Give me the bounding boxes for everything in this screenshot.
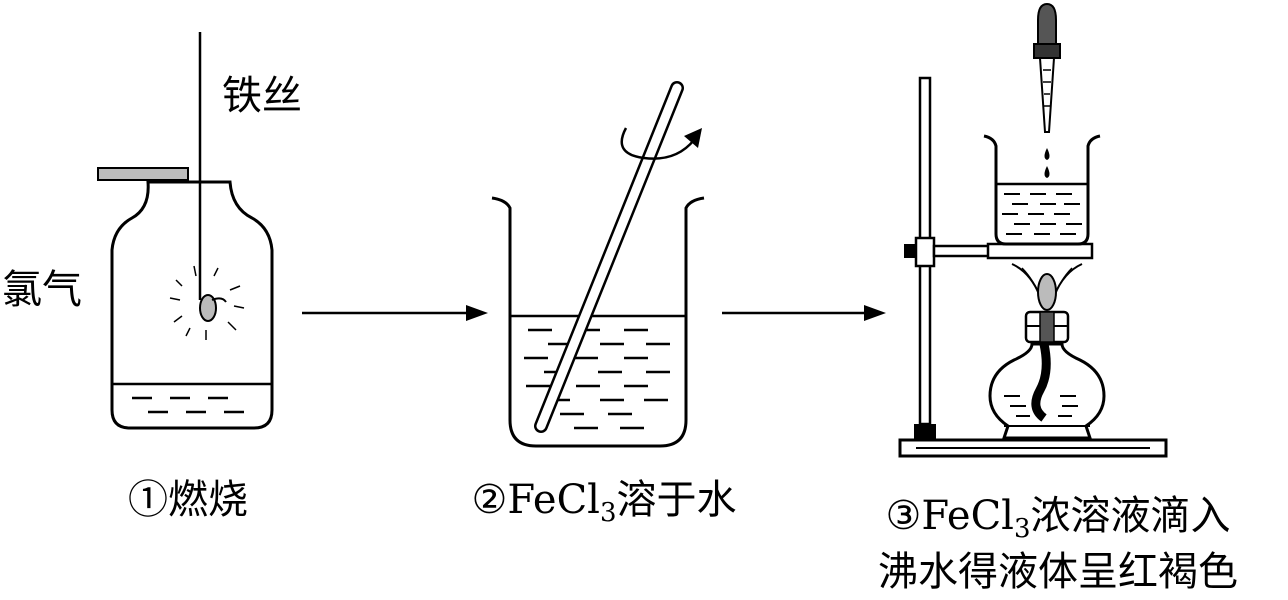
step1-mark: ① [128, 477, 168, 523]
label-chlorine: 氯气 [2, 267, 82, 313]
step3-subscript: 3 [1013, 514, 1031, 544]
small-beaker [983, 134, 1101, 246]
lamp-flame [1011, 263, 1083, 311]
step3-mark: ③ [885, 493, 922, 539]
beaker [491, 196, 705, 448]
small-beaker-dashes [1002, 193, 1082, 235]
sparks [169, 265, 245, 340]
step2-subscript: 3 [599, 498, 617, 528]
dropper-bulb [1037, 2, 1057, 45]
caption-step1: ①燃烧 [108, 480, 268, 520]
label-iron-wire: 铁丝 [222, 73, 302, 119]
step2-mark: ② [471, 477, 508, 523]
gas-jar [110, 180, 274, 430]
gas-jar-apparatus [97, 32, 274, 430]
burning-iron-tip [199, 294, 217, 322]
beaker-apparatus [491, 81, 705, 448]
caption-step3-line2: 沸水得液体呈红褐色 [878, 549, 1238, 595]
step3-text: 浓溶液滴入 [1030, 493, 1231, 539]
dropper [1033, 2, 1061, 133]
step2-formula: FeCl [507, 477, 600, 523]
step2-text: 溶于水 [616, 477, 737, 523]
arrow-step1-to-step2 [302, 305, 488, 321]
jar-water-dashes [132, 396, 244, 414]
heating-apparatus [898, 2, 1168, 458]
beaker-solution-dashes [524, 328, 670, 430]
glass-lid [97, 167, 189, 181]
drops [1044, 148, 1050, 178]
iron-ring [986, 242, 1094, 260]
glass-stirring-rod [534, 81, 684, 433]
rod-foot [914, 424, 936, 440]
arrow-step2-to-step3 [722, 305, 886, 321]
stirring-arrow [620, 127, 702, 160]
step3-formula: FeCl [921, 493, 1014, 539]
clamp-boss [914, 236, 936, 268]
caption-step2: ②FeCl3溶于水 [444, 480, 764, 526]
caption-step3-line1: ③FeCl3浓溶液滴入 [848, 496, 1268, 542]
lamp-body [988, 342, 1106, 440]
alcohol-lamp [988, 310, 1106, 440]
step1-text: 燃烧 [168, 477, 248, 523]
clamp-screw [904, 244, 918, 258]
lamp-wick [1031, 343, 1051, 422]
